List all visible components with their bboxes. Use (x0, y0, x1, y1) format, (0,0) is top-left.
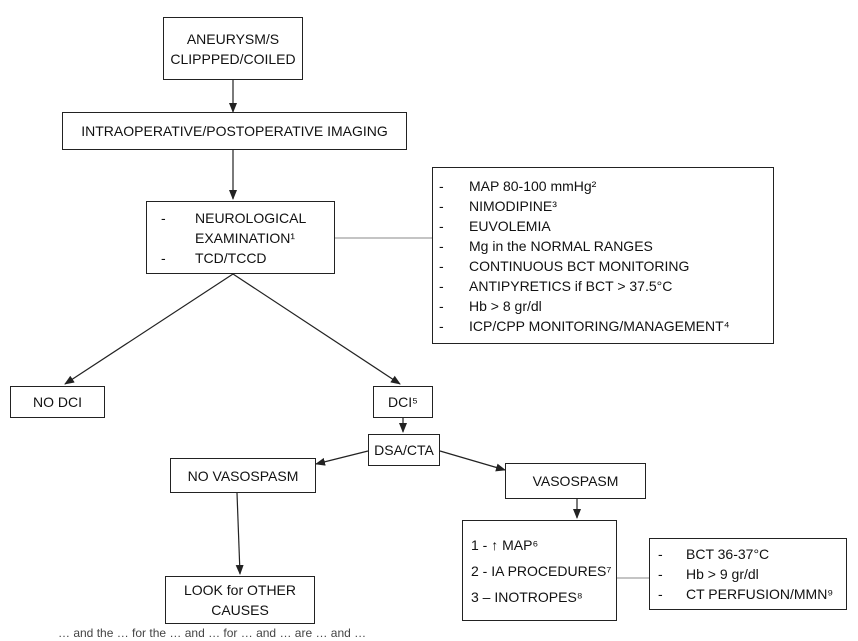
neuro-item-exam: NEUROLOGICAL EXAMINATION¹ (147, 208, 315, 248)
measure-item: ANTIPYRETICS if BCT > 37.5°C (433, 276, 730, 296)
arrow-neuro-to-no-dci (64, 273, 234, 385)
measure-item: Hb > 8 gr/dl (433, 296, 730, 316)
vasospasm-box: VASOSPASM (505, 463, 646, 499)
no-vasospasm-label: NO VASOSPASM (187, 467, 299, 484)
second-line-list: BCT 36-37°C Hb > 9 gr/dl CT PERFUSION/MM… (650, 544, 833, 604)
figure-caption: … and the … for the … and … for … and … … (58, 626, 367, 640)
arrow-no-vasospasm-to-look (235, 492, 244, 575)
neuro-tcd-label: TCD/TCCD (195, 249, 267, 266)
imaging-box: INTRAOPERATIVE/POSTOPERATIVE IMAGING (62, 112, 407, 150)
arrow-dsa-to-vasospasm (439, 450, 506, 472)
measure-text: Hb > 8 gr/dl (469, 297, 542, 314)
second-line-item: CT PERFUSION/MMN⁹ (650, 584, 833, 604)
measure-text: Mg in the NORMAL RANGES (469, 237, 653, 254)
arrow-neuro-to-dci (232, 273, 401, 385)
treatment-item: 1 - ↑ MAP⁶ (471, 536, 539, 553)
look-other-causes-box: LOOK for OTHER CAUSES (165, 576, 315, 624)
vasospasm-label: VASOSPASM (532, 473, 619, 489)
dci-box: DCI⁵ (373, 386, 433, 418)
arrow-dsa-to-no-vasospasm (315, 450, 369, 466)
second-line-item: Hb > 9 gr/dl (650, 564, 833, 584)
aneurysm-line-2: CLIPPPED/COILED (170, 50, 296, 67)
no-vasospasm-box: NO VASOSPASM (170, 458, 316, 493)
measure-text: ICP/CPP MONITORING/MANAGEMENT⁴ (469, 317, 730, 334)
dci-label: DCI⁵ (388, 394, 418, 410)
aneurysm-box: ANEURYSM/S CLIPPPED/COILED (163, 17, 303, 80)
second-line-text: BCT 36-37°C (686, 546, 770, 562)
neuro-item-tcd: TCD/TCCD (147, 248, 315, 268)
second-line-box: BCT 36-37°C Hb > 9 gr/dl CT PERFUSION/MM… (649, 538, 847, 610)
side-measures-box: MAP 80-100 mmHg² NIMODIPINE³ EUVOLEMIA M… (432, 167, 774, 344)
treatment-item: 2 - IA PROCEDURES⁷ (471, 562, 612, 579)
neuro-exam-label: NEUROLOGICAL EXAMINATION¹ (195, 209, 306, 246)
no-dci-box: NO DCI (10, 386, 105, 418)
measure-item: ICP/CPP MONITORING/MANAGEMENT⁴ (433, 316, 730, 336)
side-measures-list: MAP 80-100 mmHg² NIMODIPINE³ EUVOLEMIA M… (433, 176, 730, 336)
measure-text: CONTINUOUS BCT MONITORING (469, 257, 690, 274)
measure-text: EUVOLEMIA (469, 217, 551, 234)
measure-text: ANTIPYRETICS if BCT > 37.5°C (469, 277, 673, 294)
second-line-text: CT PERFUSION/MMN⁹ (686, 586, 834, 602)
measure-text: NIMODIPINE³ (469, 197, 557, 214)
treatments-box: 1 - ↑ MAP⁶ 2 - IA PROCEDURES⁷ 3 – INOTRO… (462, 520, 617, 621)
measure-item: EUVOLEMIA (433, 216, 730, 236)
treatment-item: 3 – INOTROPES⁸ (471, 588, 583, 605)
look-line-2: CAUSES (211, 602, 269, 618)
measure-item: NIMODIPINE³ (433, 196, 730, 216)
second-line-item: BCT 36-37°C (650, 544, 833, 564)
neuro-box: NEUROLOGICAL EXAMINATION¹ TCD/TCCD (146, 201, 335, 274)
aneurysm-line-1: ANEURYSM/S (186, 30, 280, 47)
neuro-list: NEUROLOGICAL EXAMINATION¹ TCD/TCCD (147, 208, 315, 268)
measure-text: MAP 80-100 mmHg² (469, 177, 597, 194)
second-line-text: Hb > 9 gr/dl (686, 566, 759, 582)
measure-item: MAP 80-100 mmHg² (433, 176, 730, 196)
dsa-cta-box: DSA/CTA (368, 434, 440, 466)
treatments-list: 1 - ↑ MAP⁶ 2 - IA PROCEDURES⁷ 3 – INOTRO… (463, 521, 616, 620)
no-dci-label: NO DCI (33, 394, 82, 410)
measure-item: CONTINUOUS BCT MONITORING (433, 256, 730, 276)
dsa-cta-label: DSA/CTA (374, 442, 434, 458)
imaging-label: INTRAOPERATIVE/POSTOPERATIVE IMAGING (81, 123, 388, 139)
measure-item: Mg in the NORMAL RANGES (433, 236, 730, 256)
look-line-1: LOOK for OTHER (183, 582, 297, 598)
